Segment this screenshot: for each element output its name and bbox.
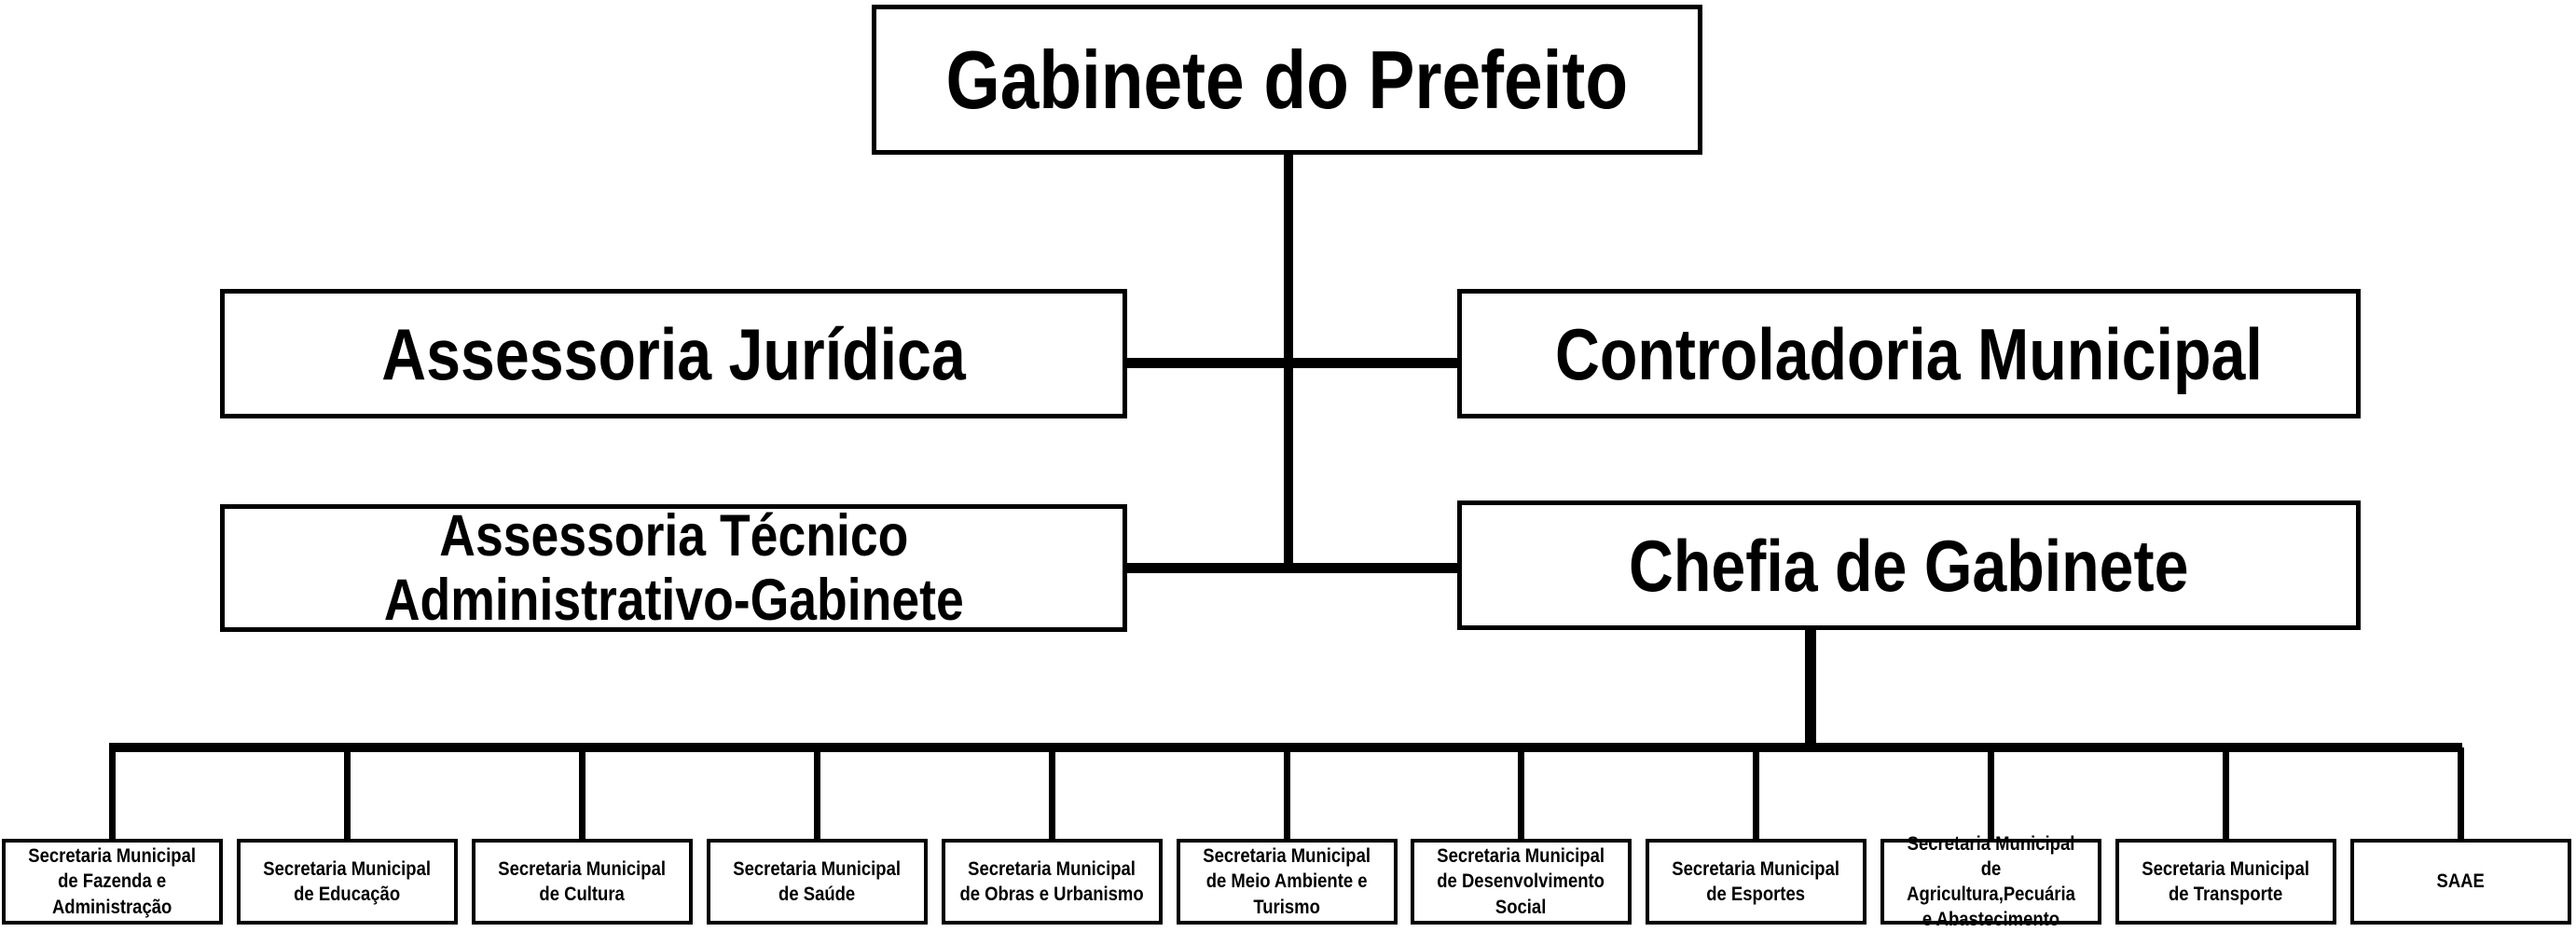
org-node-label: Secretaria Municipal de Transporte bbox=[2142, 857, 2310, 905]
org-node-assessoria-juridica: Assessoria Jurídica bbox=[220, 289, 1127, 418]
connector-drop-obras bbox=[1049, 747, 1055, 839]
org-node-label: Secretaria Municipal de Fazenda e Admini… bbox=[28, 845, 197, 918]
org-node-gabinete-do-prefeito: Gabinete do Prefeito bbox=[872, 5, 1702, 155]
org-node-secretaria-fazenda-administracao: Secretaria Municipal de Fazenda e Admini… bbox=[2, 839, 223, 925]
org-node-label: Assessoria Jurídica bbox=[381, 312, 966, 395]
org-node-secretaria-saude: Secretaria Municipal de Saúde bbox=[707, 839, 928, 925]
connector-level2-horizontal bbox=[1127, 358, 1457, 368]
org-node-label: Chefia de Gabinete bbox=[1629, 524, 2189, 607]
org-node-secretaria-meio-ambiente-turismo: Secretaria Municipal de Meio Ambiente e … bbox=[1177, 839, 1398, 925]
org-node-secretaria-desenvolvimento-social: Secretaria Municipal de Desenvolvimento … bbox=[1411, 839, 1632, 925]
connector-drop-saude bbox=[814, 747, 820, 839]
connector-drop-cultura bbox=[579, 747, 585, 839]
org-node-label: Secretaria Municipal de Agricultura,Pecu… bbox=[1907, 832, 2075, 931]
org-node-secretaria-esportes: Secretaria Municipal de Esportes bbox=[1646, 839, 1867, 925]
org-node-label: Secretaria Municipal de Educação bbox=[263, 857, 432, 905]
org-node-chefia-de-gabinete: Chefia de Gabinete bbox=[1457, 500, 2361, 630]
org-node-label: Secretaria Municipal de Saúde bbox=[733, 857, 902, 905]
org-node-label: Secretaria Municipal de Desenvolvimento … bbox=[1437, 845, 1605, 918]
org-node-label: Gabinete do Prefeito bbox=[945, 33, 1629, 126]
org-node-secretaria-agricultura-pecuaria-abastecimento: Secretaria Municipal de Agricultura,Pecu… bbox=[1880, 833, 2101, 930]
org-node-saae: SAAE bbox=[2350, 839, 2571, 925]
org-node-label: Secretaria Municipal de Meio Ambiente e … bbox=[1203, 845, 1371, 918]
org-node-label: Controladoria Municipal bbox=[1555, 312, 2263, 395]
connector-level3-horizontal bbox=[1123, 563, 1457, 573]
org-node-secretaria-obras-urbanismo: Secretaria Municipal de Obras e Urbanism… bbox=[942, 839, 1163, 925]
org-node-controladoria-municipal: Controladoria Municipal bbox=[1457, 289, 2361, 418]
connector-drop-agricultura bbox=[1988, 747, 1994, 839]
org-node-label: SAAE bbox=[2436, 870, 2486, 893]
connector-chefia-drop-vertical bbox=[1805, 630, 1816, 752]
org-node-secretaria-transporte: Secretaria Municipal de Transporte bbox=[2115, 839, 2336, 925]
org-node-label: Secretaria Municipal de Obras e Urbanism… bbox=[959, 857, 1145, 905]
org-node-secretaria-cultura: Secretaria Municipal de Cultura bbox=[472, 839, 693, 925]
org-node-secretaria-educacao: Secretaria Municipal de Educação bbox=[237, 839, 458, 925]
org-node-label: Assessoria Técnico Administrativo-Gabine… bbox=[383, 502, 964, 633]
connector-drop-fazenda bbox=[109, 747, 116, 839]
org-node-assessoria-tecnico-administrativo-gabinete: Assessoria Técnico Administrativo-Gabine… bbox=[220, 502, 1127, 633]
connector-drop-saae bbox=[2458, 747, 2464, 839]
connector-drop-educacao bbox=[344, 747, 351, 839]
org-node-label: Secretaria Municipal de Esportes bbox=[1672, 857, 1840, 905]
connector-drop-transporte bbox=[2223, 747, 2229, 839]
connector-drop-esportes bbox=[1753, 747, 1759, 839]
org-node-label: Secretaria Municipal de Cultura bbox=[498, 857, 667, 905]
connector-drop-desenvolvimento bbox=[1518, 747, 1524, 839]
connector-drop-meio-ambiente bbox=[1284, 747, 1290, 839]
